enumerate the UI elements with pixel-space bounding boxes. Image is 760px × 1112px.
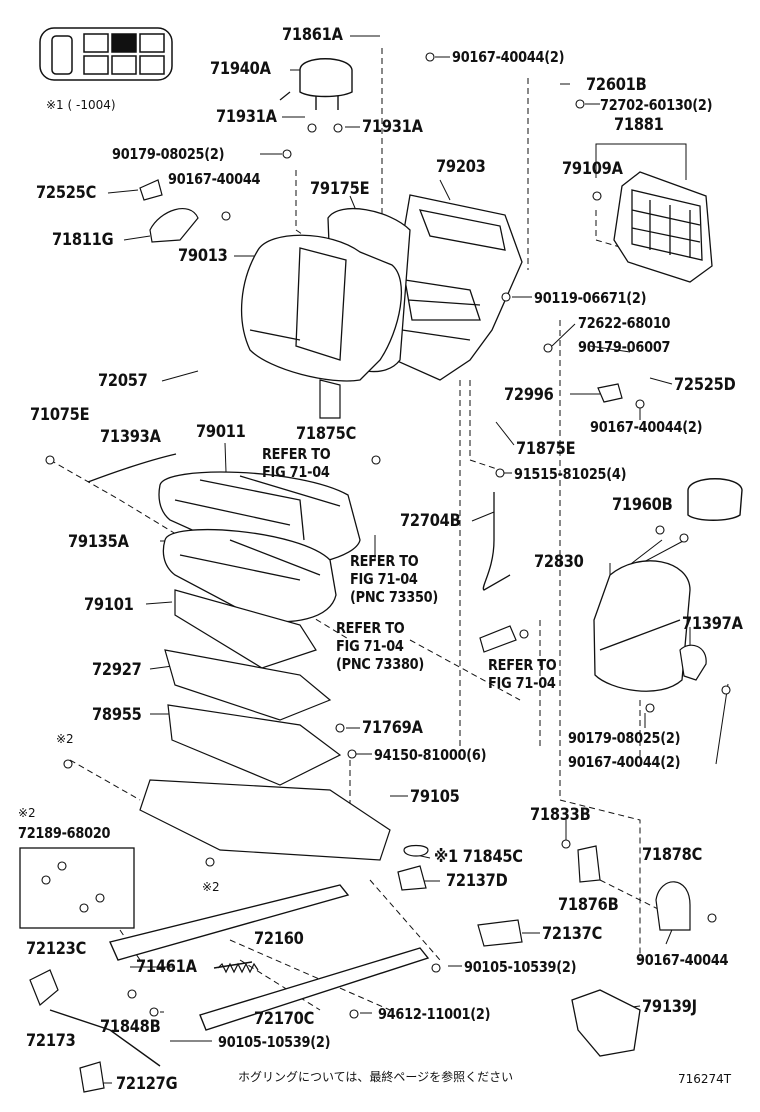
back-cover-72830 bbox=[593, 560, 691, 692]
part-label-90167-40044-2c: 90167-40044(2) bbox=[568, 753, 681, 771]
refer-to-fig-71-04-d-line1: REFER TO bbox=[488, 656, 557, 674]
small-parts bbox=[29, 91, 707, 1093]
cushion-cover-79011 bbox=[158, 471, 361, 567]
seat-tracks bbox=[109, 884, 430, 1031]
part-label-79101: 79101 bbox=[84, 595, 134, 615]
part-label-72830: 72830 bbox=[534, 552, 584, 572]
part-label-72704B: 72704B bbox=[400, 511, 461, 531]
part-label-90179-06007: 90179-06007 bbox=[578, 338, 671, 356]
part-label-90119-06671: 90119-06671(2) bbox=[534, 289, 647, 307]
refer-to-fig-71-04-c-line3: (PNC 73380) bbox=[336, 655, 425, 673]
cushion-pad-79135A bbox=[162, 528, 337, 623]
refer-to-fig-71-04-c-line2: FIG 71-04 bbox=[336, 637, 404, 655]
part-label-79135A: 79135A bbox=[68, 532, 129, 552]
part-label-72927: 72927 bbox=[92, 660, 142, 680]
part-label-71878C: 71878C bbox=[642, 845, 703, 865]
part-label-71861A: 71861A bbox=[282, 25, 343, 45]
part-label-71845C: ※1 71845C bbox=[434, 847, 523, 867]
part-label-71833B: 71833B bbox=[530, 805, 591, 825]
part-label-90167-40044-2b: 90167-40044(2) bbox=[590, 418, 703, 436]
part-label-72702-60130: 72702-60130(2) bbox=[600, 96, 713, 114]
part-label-90167-40044b: 90167-40044 bbox=[636, 951, 729, 969]
part-label-71960B: 71960B bbox=[612, 495, 673, 515]
part-label-72160: 72160 bbox=[254, 929, 304, 949]
part-label-72137D: 72137D bbox=[446, 871, 508, 891]
part-label-72525C: 72525C bbox=[36, 183, 97, 203]
part-label-79109A: 79109A bbox=[562, 159, 623, 179]
seatback-frame-79203 bbox=[391, 194, 523, 381]
part-label-79203: 79203 bbox=[436, 157, 486, 177]
cable-72704B bbox=[482, 492, 511, 591]
part-label-78955: 78955 bbox=[92, 705, 142, 725]
spring-71461A bbox=[217, 962, 259, 974]
rod-72173 bbox=[49, 1009, 161, 1067]
part-label-72189-68020: 72189-68020 bbox=[18, 824, 111, 842]
part-label-71931A-left: 71931A bbox=[216, 107, 277, 127]
part-label-91515-81025: 91515-81025(4) bbox=[514, 465, 627, 483]
part-label-90179-08025-2a: 90179-08025(2) bbox=[112, 145, 225, 163]
refer-to-fig-71-04-a-line2: FIG 71-04 bbox=[262, 463, 330, 481]
part-label-72057: 72057 bbox=[98, 371, 148, 391]
part-label-71876B: 71876B bbox=[558, 895, 619, 915]
part-label-71881: 71881 bbox=[614, 115, 664, 135]
part-label-71931A-right: 71931A bbox=[362, 117, 423, 137]
part-label-90105-10539-b: 90105-10539(2) bbox=[218, 1033, 331, 1051]
part-label-71848B: 71848B bbox=[100, 1017, 161, 1037]
part-label-71393A: 71393A bbox=[100, 427, 161, 447]
vehicle-seat-location-icon bbox=[39, 27, 173, 81]
part-label-79011: 79011 bbox=[196, 422, 246, 442]
inset-box-72189 bbox=[19, 847, 135, 929]
footer-note: ホグリングについては、最終ページを参照ください bbox=[238, 1070, 514, 1084]
part-label-72601B: 72601B bbox=[586, 75, 647, 95]
part-label-72622-68010: 72622-68010 bbox=[578, 314, 671, 332]
refer-to-fig-71-04-a-line1: REFER TO bbox=[262, 445, 331, 463]
part-label-71875C: 71875C bbox=[296, 424, 357, 444]
part-label-71875E: 71875E bbox=[516, 439, 576, 459]
cover-79139J bbox=[571, 989, 641, 1057]
part-label-90167-40044a: 90167-40044 bbox=[168, 170, 261, 188]
part-label-72170C: 72170C bbox=[254, 1009, 315, 1029]
refer-to-fig-71-04-c-line1: REFER TO bbox=[336, 619, 405, 637]
part-label-72127G: 72127G bbox=[116, 1074, 178, 1094]
part-label-71940A: 71940A bbox=[210, 59, 271, 79]
part-label-94150-81000: 94150-81000(6) bbox=[374, 746, 487, 764]
cable-71393A bbox=[87, 453, 177, 483]
part-label-71075E: 71075E bbox=[30, 405, 90, 425]
note-ref2-bottom: ※2 bbox=[202, 880, 220, 894]
headrest-71960B bbox=[687, 478, 743, 521]
part-label-72137C: 72137C bbox=[542, 924, 603, 944]
part-label-79139J: 79139J bbox=[642, 997, 697, 1017]
part-label-79175E: 79175E bbox=[310, 179, 370, 199]
part-label-90179-08025-2b: 90179-08025(2) bbox=[568, 729, 681, 747]
part-label-71397A: 71397A bbox=[682, 614, 743, 634]
part-label-71811G: 71811G bbox=[52, 230, 114, 250]
part-label-90167-40044-2a: 90167-40044(2) bbox=[452, 48, 565, 66]
note-ref1: ※1 ( -1004) bbox=[46, 98, 116, 112]
back-board-71881 bbox=[613, 171, 713, 283]
note-ref2-top: ※2 bbox=[56, 732, 74, 746]
back-cover-79013 bbox=[241, 234, 403, 382]
headrest-71940A bbox=[299, 58, 353, 110]
part-label-71769A: 71769A bbox=[362, 718, 423, 738]
cushion-frames bbox=[139, 589, 391, 861]
part-label-72123C: 72123C bbox=[26, 939, 87, 959]
part-label-71461A: 71461A bbox=[136, 957, 197, 977]
part-label-72996: 72996 bbox=[504, 385, 554, 405]
part-label-90105-10539-a: 90105-10539(2) bbox=[464, 958, 577, 976]
part-label-79105: 79105 bbox=[410, 787, 460, 807]
part-label-94612-11001: 94612-11001(2) bbox=[378, 1005, 491, 1023]
fasteners bbox=[41, 52, 731, 1019]
refer-to-fig-71-04-b-line2: FIG 71-04 bbox=[350, 570, 418, 588]
note-ref2-inset: ※2 bbox=[18, 806, 36, 820]
figure-id: 716274T bbox=[678, 1072, 732, 1086]
refer-to-fig-71-04-b-line1: REFER TO bbox=[350, 552, 419, 570]
part-label-72525D: 72525D bbox=[674, 375, 736, 395]
part-label-79013: 79013 bbox=[178, 246, 228, 266]
refer-to-fig-71-04-b-line3: (PNC 73350) bbox=[350, 588, 439, 606]
part-label-72173: 72173 bbox=[26, 1031, 76, 1051]
refer-to-fig-71-04-d-line2: FIG 71-04 bbox=[488, 674, 556, 692]
